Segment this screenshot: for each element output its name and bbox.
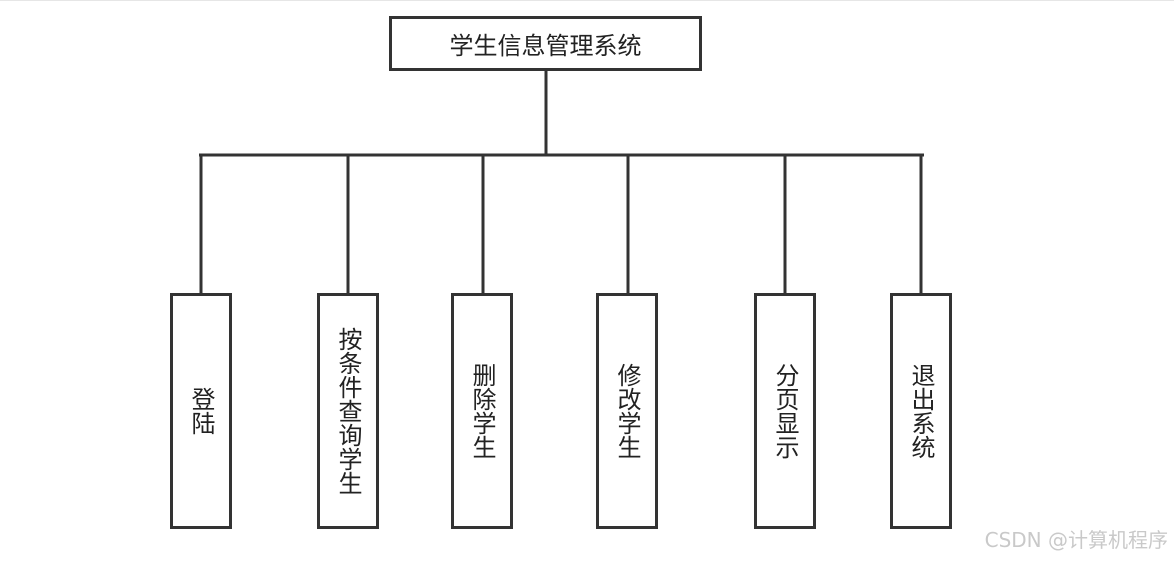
child-node-pagination: 分页显示 <box>754 293 816 529</box>
root-node-label: 学生信息管理系统 <box>449 32 642 60</box>
child-node-label: 按条件查询学生 <box>334 327 362 495</box>
child-node-label: 修改学生 <box>613 363 641 459</box>
child-node-label: 退出系统 <box>907 363 935 459</box>
child-node-query: 按条件查询学生 <box>317 293 379 529</box>
child-node-login: 登陆 <box>170 293 232 529</box>
child-node-edit: 修改学生 <box>596 293 658 529</box>
child-node-exit: 退出系统 <box>890 293 952 529</box>
child-node-delete: 删除学生 <box>451 293 513 529</box>
child-node-label: 分页显示 <box>771 363 799 459</box>
top-border-line <box>0 0 1174 1</box>
child-node-label: 登陆 <box>187 387 215 435</box>
watermark-text: CSDN @计算机程序 <box>984 528 1168 552</box>
root-node: 学生信息管理系统 <box>389 16 702 71</box>
child-node-label: 删除学生 <box>468 363 496 459</box>
